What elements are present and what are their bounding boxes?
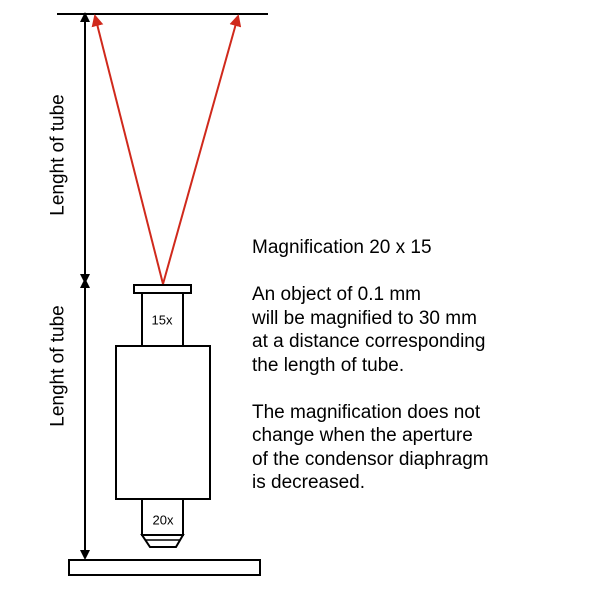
left-ray xyxy=(91,14,164,285)
objective-magnification-label: 20x xyxy=(152,512,174,528)
para1-line: the length of tube. xyxy=(252,354,405,376)
para1-line: at a distance corresponding xyxy=(252,331,486,352)
right-ray xyxy=(162,14,242,285)
stage-slide xyxy=(68,559,261,576)
para2-line: is decreased. xyxy=(252,472,366,493)
explanation-text: Magnification 20 x 15 An object of 0.1 m… xyxy=(252,236,592,495)
magnification-heading: Magnification 20 x 15 xyxy=(252,237,432,258)
eyepiece-tube xyxy=(141,292,184,347)
upper-tube-length-label: Lenght of tube xyxy=(47,94,69,216)
microscope-body xyxy=(115,345,211,500)
eyepiece-cap xyxy=(133,284,192,294)
para1-line: will be magnified to 30 mm xyxy=(252,307,477,329)
para2-line: change when the aperture xyxy=(252,425,473,446)
objective-tip xyxy=(140,534,185,548)
objective-tube xyxy=(141,498,184,536)
lower-tube-length-label: Lenght of tube xyxy=(47,305,69,427)
para2-line: of the condensor diaphragm xyxy=(252,448,489,470)
eyepiece-magnification-label: 15x xyxy=(151,312,173,328)
para1-line: An object of 0.1 mm xyxy=(252,284,421,305)
para2-line: The magnification does not xyxy=(252,401,481,423)
